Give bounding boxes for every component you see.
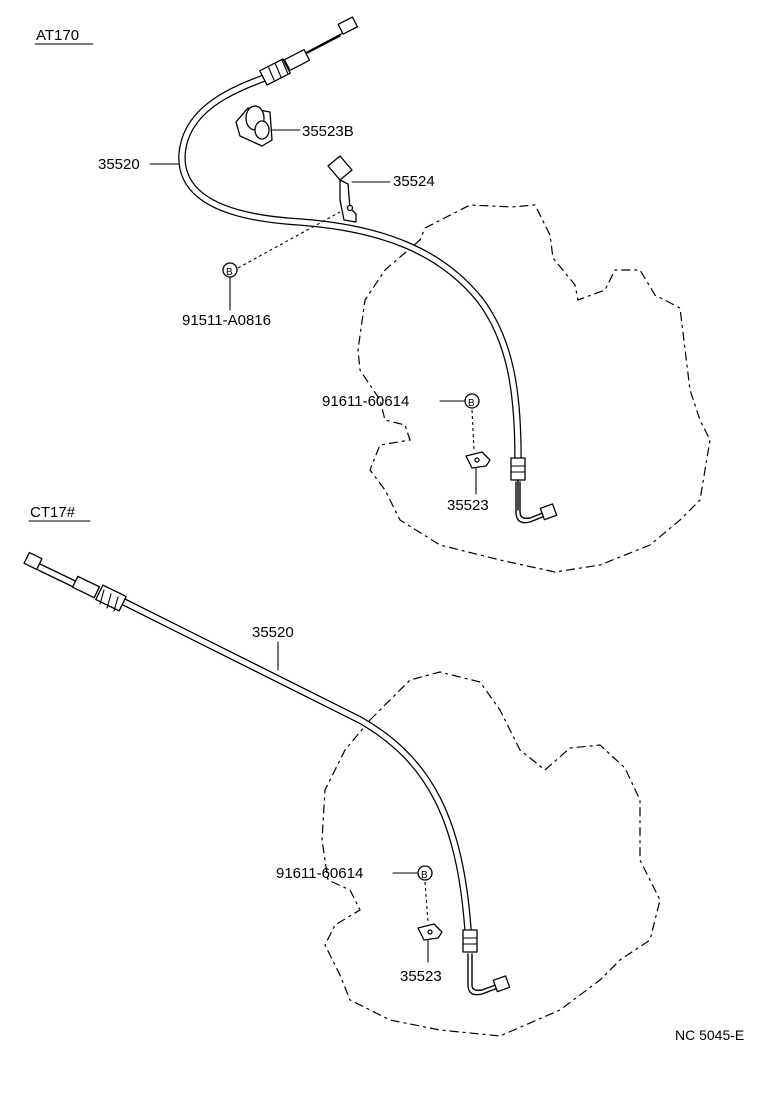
bracket-35524 <box>327 155 391 223</box>
label-35520-at170: 35520 <box>98 156 140 173</box>
section-title-at170: AT170 <box>36 27 79 44</box>
section-title-ct17: CT17# <box>30 504 76 521</box>
svg-text:B: B <box>468 398 475 409</box>
clip-35523-ct17 <box>417 923 443 941</box>
bolt-dashline-at170 <box>237 211 341 269</box>
label-35520-ct17: 35520 <box>252 624 294 641</box>
cable-end-lower-at170 <box>510 457 558 524</box>
cable-end-lower-ct17 <box>462 929 511 996</box>
clip-35523-at170 <box>465 451 491 469</box>
label-35523-ct17: 35523 <box>400 968 442 985</box>
bolt-marker-60614-ct17: B <box>417 865 433 881</box>
svg-text:B: B <box>421 870 428 881</box>
label-35523b: 35523B <box>302 123 354 140</box>
label-35523-at170: 35523 <box>447 497 489 514</box>
bolt-dashline-ct17 <box>424 881 429 923</box>
bolt-marker-60614-at170: B <box>464 393 480 409</box>
label-35524: 35524 <box>393 173 435 190</box>
transmission-outline-ct17 <box>321 671 661 1037</box>
diagram-code: NC 5045-E <box>675 1027 744 1043</box>
label-91611-60614-at170: 91611-60614 <box>322 393 409 410</box>
transmission-outline-at170 <box>357 204 711 573</box>
cable-end-left-ct17 <box>23 551 127 612</box>
section-at170: AT170 <box>34 16 711 573</box>
svg-text:B: B <box>226 267 233 278</box>
control-cable-at170-core <box>179 73 521 459</box>
clamp-35523b <box>235 105 301 147</box>
bolt-marker-a0816: B <box>222 262 238 278</box>
section-ct17: CT17# 35520 9 <box>23 504 661 1037</box>
cable-end-upper-at170 <box>259 16 359 86</box>
label-91611-60614-ct17: 91611-60614 <box>276 865 363 882</box>
label-91511-a0816: 91511-A0816 <box>182 312 271 329</box>
control-cable-ct17-core <box>118 597 471 931</box>
bolt-dashline-at170-b <box>471 409 475 451</box>
